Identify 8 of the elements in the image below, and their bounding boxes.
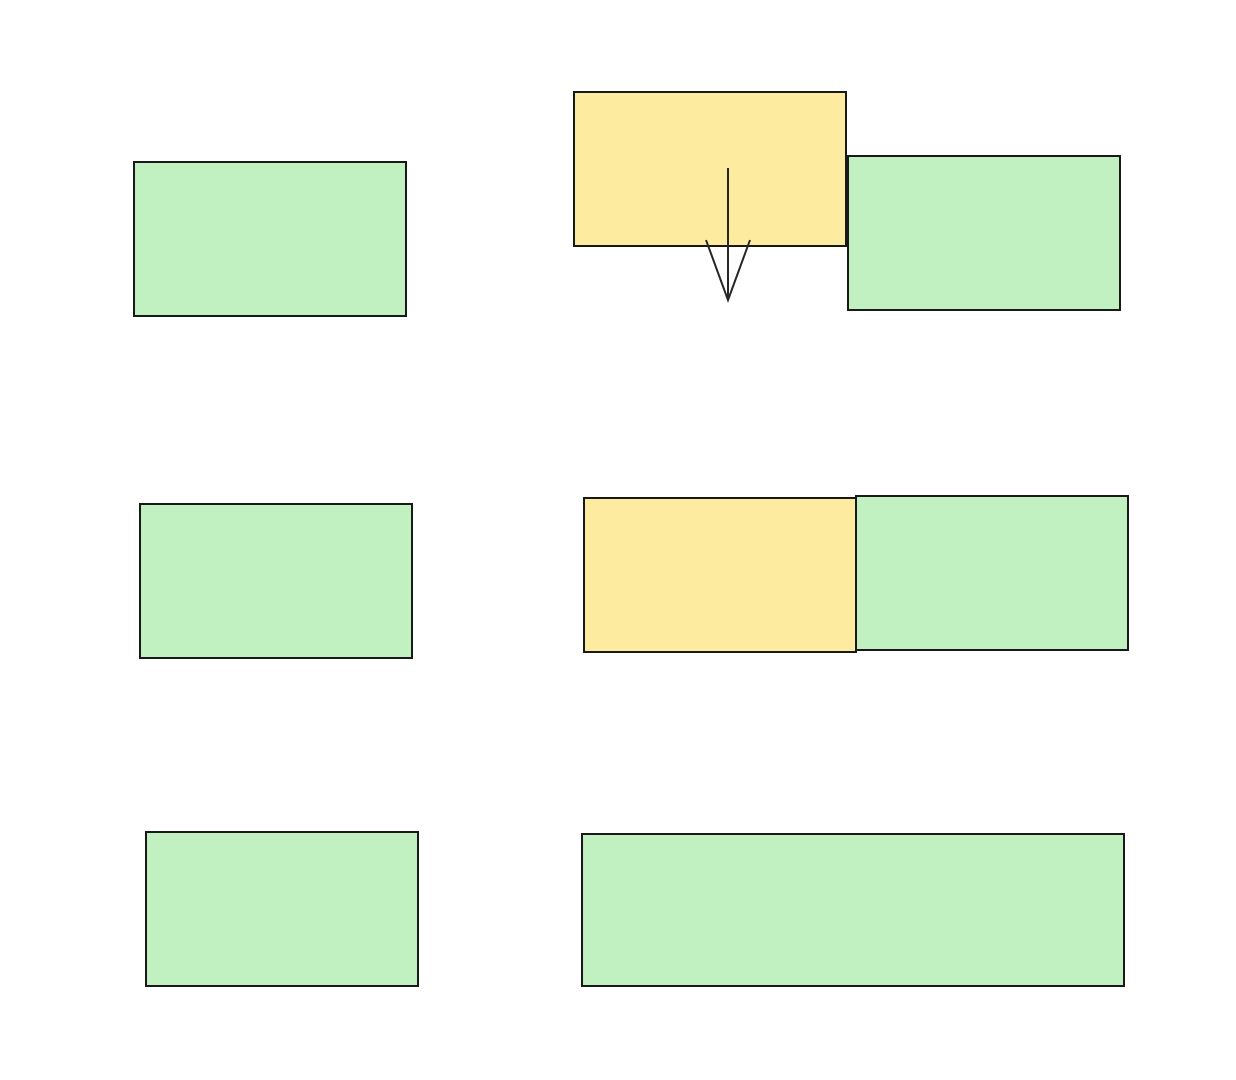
box [855,495,1129,651]
box [583,497,857,653]
box [573,91,847,247]
box [139,503,413,659]
box [847,155,1121,311]
box [581,833,1125,987]
box [133,161,407,317]
box [145,831,419,987]
